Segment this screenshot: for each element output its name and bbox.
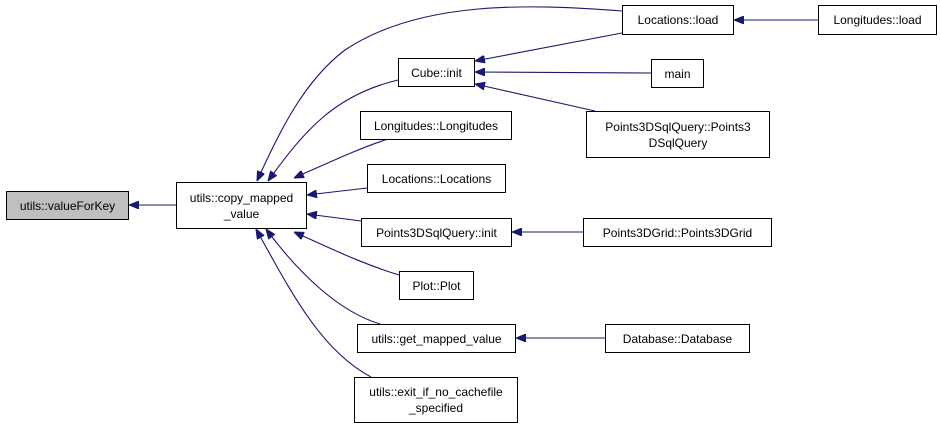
edge-locations-load-to-cube [475, 32, 623, 61]
node-database-ctor[interactable]: Database::Database [605, 324, 750, 353]
edge-cube-init-to-copy [268, 79, 399, 181]
edge-longitudes-ctor-to-copy [294, 138, 389, 178]
edge-get-mapped-to-copy [266, 229, 381, 325]
edge-main-to-cube [475, 72, 652, 73]
node-utils-exit-if-no-cachefile-specified[interactable]: utils::exit_if_no_cachefile _specified [354, 377, 518, 423]
node-utils-valueForKey[interactable]: utils::valueForKey [6, 191, 129, 220]
node-longitudes-ctor[interactable]: Longitudes::Longitudes [360, 111, 512, 140]
node-main[interactable]: main [651, 59, 704, 88]
edge-plot-to-copy [294, 232, 400, 276]
node-points3dsqlquery-ctor[interactable]: Points3DSqlQuery::Points3 DSqlQuery [586, 111, 770, 158]
node-points3dgrid-ctor[interactable]: Points3DGrid::Points3DGrid [583, 218, 772, 247]
edge-p3dsq-ctor-to-cube [475, 84, 596, 112]
node-locations-ctor[interactable]: Locations::Locations [367, 164, 506, 193]
node-utils-copy-mapped-value[interactable]: utils::copy_mapped _value [176, 182, 307, 229]
edge-p3dsq-init-to-copy [307, 214, 362, 222]
node-cube-init[interactable]: Cube::init [398, 58, 475, 87]
node-longitudes-load[interactable]: Longitudes::load [818, 5, 937, 35]
node-locations-load[interactable]: Locations::load [622, 5, 734, 35]
edge-exit-if-to-copy [256, 229, 372, 378]
edge-locations-ctor-to-copy [307, 187, 368, 195]
node-points3dsqlquery-init[interactable]: Points3DSqlQuery::init [361, 218, 512, 247]
edge-locations-load-to-copy [257, 6, 623, 181]
node-utils-get-mapped-value[interactable]: utils::get_mapped_value [357, 324, 516, 353]
node-plot-ctor[interactable]: Plot::Plot [399, 271, 474, 300]
